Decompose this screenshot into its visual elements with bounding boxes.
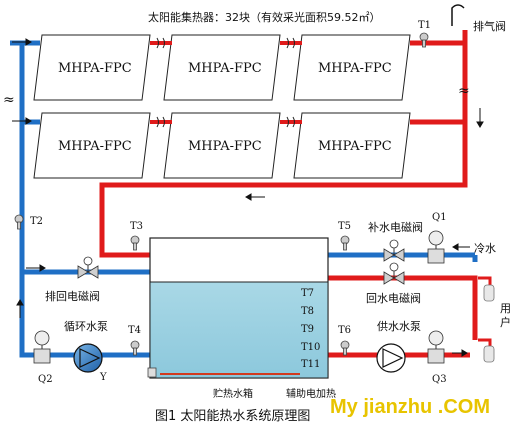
flowmeter-q1-icon — [427, 230, 445, 264]
tank-label: 贮热水箱 — [213, 387, 253, 400]
collector-3-label: MHPA-FPC — [318, 61, 392, 76]
return-valve-label: 回水电磁阀 — [366, 291, 421, 305]
flowmeter-q1-label: Q1 — [432, 212, 447, 223]
flowmeter-q2-label: Q2 — [38, 374, 53, 385]
sensor-t6: T6 — [338, 325, 351, 336]
circulation-pump-icon — [73, 343, 103, 373]
makeup-valve-label: 补水电磁阀 — [368, 220, 423, 234]
drain-valve-label: 排回电磁阀 — [45, 289, 100, 303]
cold-water-label: 冷水 — [474, 242, 496, 255]
vent-valve-label: 排气阀 — [473, 19, 506, 33]
sensor-t11: T11 — [301, 359, 320, 370]
collector-6-label: MHPA-FPC — [318, 139, 392, 154]
drain-label-y: Y — [99, 372, 107, 383]
user-label-1: 用 — [500, 302, 511, 315]
sensor-t8: T8 — [301, 306, 314, 317]
sensor-t10: T10 — [301, 342, 320, 353]
flowmeter-q2-icon — [33, 330, 51, 364]
user-label-2: 户 — [500, 315, 511, 329]
watermark: My jianzhu .COM — [330, 396, 490, 418]
flowmeter-q3-icon — [427, 330, 445, 364]
user-tap-icon — [478, 276, 495, 363]
sensor-t3: T3 — [130, 221, 143, 232]
drain-solenoid-valve-icon — [77, 256, 99, 279]
sensor-t7: T7 — [301, 288, 314, 299]
sensor-t5: T5 — [338, 221, 351, 232]
flow-arrows — [12, 38, 484, 357]
collector-1-label: MHPA-FPC — [58, 61, 132, 76]
break-mark-right: ≈ — [458, 83, 470, 99]
sensor-t1: T1 — [418, 20, 431, 31]
collector-row-1 — [33, 34, 411, 101]
sensor-t2: T2 — [30, 216, 43, 227]
return-solenoid-valve-icon — [383, 262, 405, 285]
collector-caption: 太阳能集热器：32块（有效采光面积59.52㎡） — [148, 10, 381, 24]
collector-row-2 — [33, 112, 411, 179]
makeup-solenoid-valve-icon — [383, 239, 405, 262]
collector-4-label: MHPA-FPC — [58, 139, 132, 154]
collector-5-label: MHPA-FPC — [188, 139, 262, 154]
thermometer-icon — [14, 32, 429, 356]
supply-pump-icon — [376, 343, 406, 373]
supply-pump-label: 供水水泵 — [377, 319, 421, 333]
sensor-t4: T4 — [128, 325, 141, 336]
vent-hook — [451, 4, 465, 26]
storage-tank — [147, 237, 329, 379]
collector-2-label: MHPA-FPC — [188, 61, 262, 76]
figure-caption: 图1 太阳能热水系统原理图 — [155, 409, 310, 424]
link-breaks — [156, 37, 295, 128]
aux-heater-label: 辅助电加热 — [286, 387, 336, 400]
flowmeter-q3-label: Q3 — [432, 374, 447, 385]
circulation-pump-label: 循环水泵 — [64, 320, 108, 333]
sensor-t9: T9 — [301, 324, 314, 335]
collector-links — [150, 41, 302, 124]
red-pipes — [99, 30, 478, 358]
break-mark-left: ≈ — [3, 92, 15, 108]
